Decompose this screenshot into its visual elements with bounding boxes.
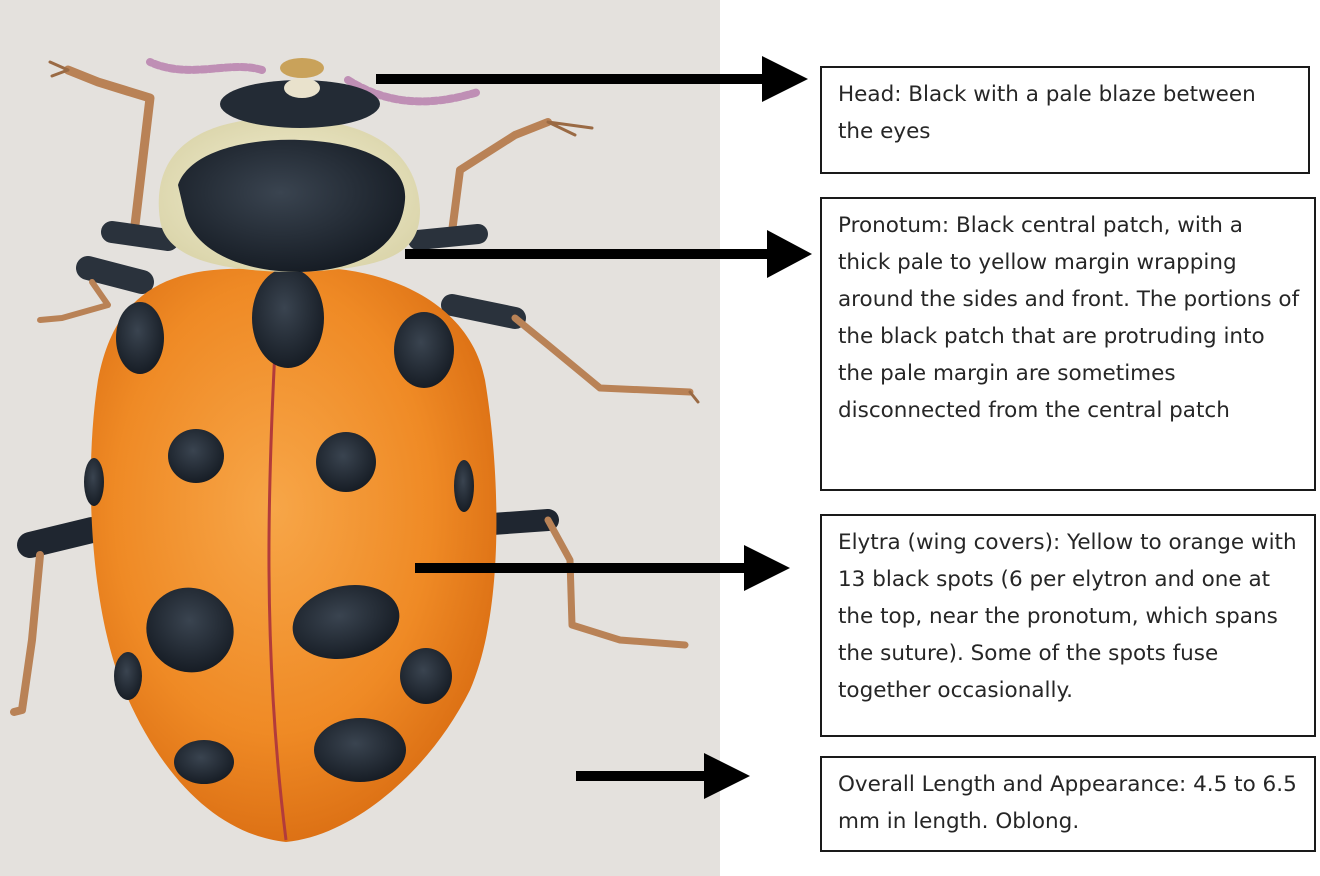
head-mouthparts xyxy=(280,58,324,78)
spot-left-edge xyxy=(84,458,104,506)
leg-middle-left-femur xyxy=(88,268,142,282)
leg-hind-right-femur xyxy=(492,520,548,524)
leg-front-left-femur xyxy=(112,232,168,240)
head-pale-blaze xyxy=(284,78,320,98)
spot-right-tip xyxy=(314,718,406,782)
spot-right-edge xyxy=(454,460,474,512)
head-label-text: Head: Black with a pale blaze between th… xyxy=(838,82,1256,144)
leg-front-right-femur xyxy=(418,234,478,240)
beetle-pronotum xyxy=(159,118,420,272)
beetle-drawing-panel xyxy=(0,0,720,876)
spot-right-edge-lower xyxy=(400,648,452,704)
spot-left-middle xyxy=(168,429,224,483)
elytra-label-text: Elytra (wing covers): Yellow to orange w… xyxy=(838,530,1297,703)
leg-middle-right-femur xyxy=(452,305,515,318)
leg-hind-left-femur xyxy=(30,530,92,545)
pronotum-label-box: Pronotum: Black central patch, with a th… xyxy=(820,197,1316,491)
spot-left-shoulder xyxy=(116,302,164,374)
ladybird-beetle-illustration xyxy=(0,0,720,876)
spot-right-shoulder xyxy=(394,312,454,388)
spot-left-tip xyxy=(174,740,234,784)
length-label-text: Overall Length and Appearance: 4.5 to 6.… xyxy=(838,772,1297,834)
spot-scutellar xyxy=(252,268,324,368)
elytra-label-box: Elytra (wing covers): Yellow to orange w… xyxy=(820,514,1316,737)
spot-left-edge-lower xyxy=(114,652,142,700)
spot-right-middle xyxy=(316,432,376,492)
pronotum-label-text: Pronotum: Black central patch, with a th… xyxy=(838,213,1299,423)
length-label-box: Overall Length and Appearance: 4.5 to 6.… xyxy=(820,756,1316,852)
head-label-box: Head: Black with a pale blaze between th… xyxy=(820,66,1310,174)
